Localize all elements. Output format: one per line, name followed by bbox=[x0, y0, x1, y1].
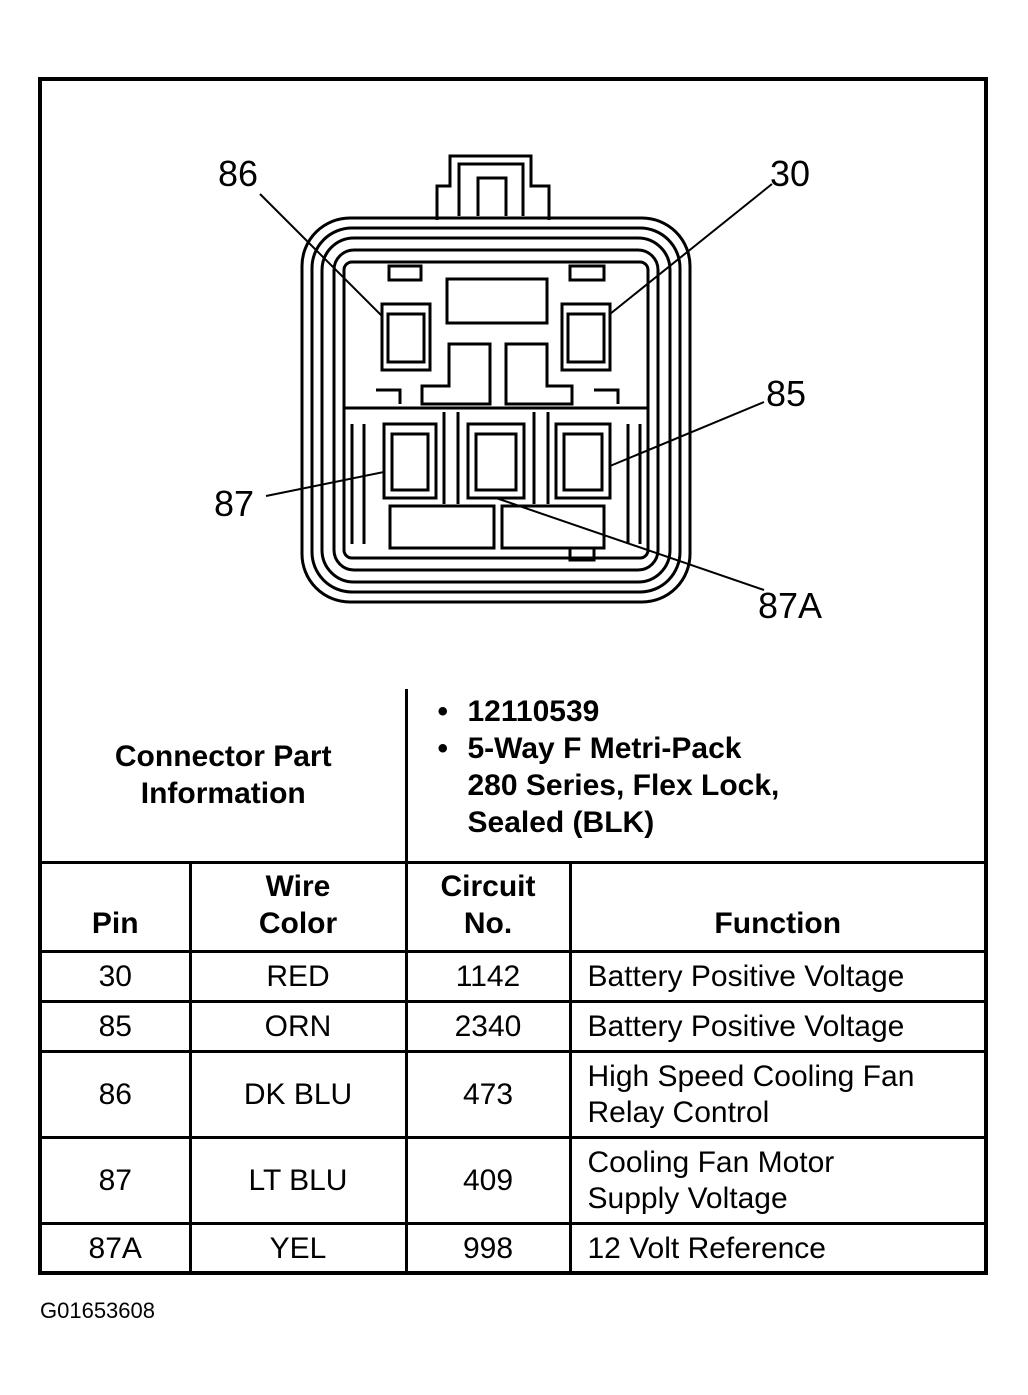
cell-pin: 30 bbox=[42, 950, 192, 1003]
part-info-values: 12110539 5-Way F Metri-Pack 280 Series, … bbox=[404, 689, 985, 864]
leader-87a bbox=[495, 497, 765, 591]
part-description-line-2: 280 Series, Flex Lock, bbox=[467, 769, 780, 802]
pin-label-86: 86 bbox=[218, 153, 258, 194]
cell-circuit: 998 bbox=[404, 1222, 572, 1274]
part-info-header: Connector Part Information bbox=[42, 689, 408, 864]
connector-diagram: 86 30 85 87 87A bbox=[214, 153, 822, 626]
cell-pin: 87A bbox=[42, 1222, 192, 1274]
pin-label-85: 85 bbox=[766, 373, 806, 414]
cell-wire-color: DK BLU bbox=[188, 1050, 408, 1139]
table-row: 87 LT BLU 409 Cooling Fan Motor Supply V… bbox=[42, 1136, 984, 1225]
part-info-row: Connector Part Information 12110539 5-Wa… bbox=[42, 689, 985, 864]
cell-function-line-1: Cooling Fan Motor bbox=[587, 1145, 835, 1179]
cell-circuit: 1142 bbox=[404, 950, 572, 1003]
diagram-frame: 86 30 85 87 87A Connector Part Informati… bbox=[38, 77, 988, 1275]
cell-wire-color: ORN bbox=[188, 1000, 408, 1053]
figure-id: G01653608 bbox=[40, 1298, 155, 1323]
cell-wire-color: LT BLU bbox=[188, 1136, 408, 1225]
cell-circuit: 2340 bbox=[404, 1000, 572, 1053]
part-description: 5-Way F Metri-Pack 280 Series, Flex Lock… bbox=[438, 730, 985, 841]
header-pin: Pin bbox=[42, 861, 192, 953]
leader-85 bbox=[609, 401, 765, 467]
header-circuit-line-2: No. bbox=[463, 907, 513, 940]
cell-wire-color: YEL bbox=[188, 1222, 408, 1274]
cell-function: Cooling Fan Motor Supply Voltage bbox=[568, 1136, 984, 1225]
header-wire-color: Wire Color bbox=[188, 861, 408, 953]
part-number: 12110539 bbox=[438, 693, 985, 730]
table-row: 85 ORN 2340 Battery Positive Voltage bbox=[42, 1000, 984, 1053]
part-description-line-3: Sealed (BLK) bbox=[467, 806, 655, 839]
header-wire-color-line-2: Color bbox=[258, 907, 338, 940]
cell-circuit: 409 bbox=[404, 1136, 572, 1225]
pin-label-30: 30 bbox=[770, 153, 810, 194]
table-row: 86 DK BLU 473 High Speed Cooling Fan Rel… bbox=[42, 1050, 984, 1139]
cell-circuit: 473 bbox=[404, 1050, 572, 1139]
part-info-header-line-2: Information bbox=[140, 777, 306, 810]
cell-function-line-2: Supply Voltage bbox=[587, 1181, 788, 1215]
leader-86 bbox=[259, 193, 383, 317]
cell-function-line-1: High Speed Cooling Fan bbox=[587, 1059, 915, 1093]
header-circuit: Circuit No. bbox=[404, 861, 572, 953]
cell-function: Battery Positive Voltage bbox=[568, 1000, 984, 1053]
cell-pin: 85 bbox=[42, 1000, 192, 1053]
pin-label-87a: 87A bbox=[758, 585, 822, 626]
header-function: Function bbox=[568, 861, 984, 953]
part-info-header-line-1: Connector Part bbox=[114, 740, 332, 773]
connector-body bbox=[300, 154, 692, 604]
table-row: 87A YEL 998 12 Volt Reference bbox=[42, 1222, 984, 1274]
pin-label-87: 87 bbox=[214, 483, 254, 524]
cell-function: Battery Positive Voltage bbox=[568, 950, 984, 1003]
connector-info-table: Connector Part Information 12110539 5-Wa… bbox=[42, 689, 984, 1274]
leader-30 bbox=[609, 183, 773, 315]
leader-87 bbox=[265, 471, 385, 497]
column-header-row: Pin Wire Color Circuit No. Function bbox=[42, 861, 984, 953]
part-description-line-1: 5-Way F Metri-Pack bbox=[467, 732, 742, 765]
header-circuit-line-1: Circuit bbox=[440, 870, 536, 903]
leader-lines bbox=[259, 183, 773, 591]
cell-wire-color: RED bbox=[188, 950, 408, 1003]
cell-function-line-2: Relay Control bbox=[587, 1095, 770, 1129]
cell-function: High Speed Cooling Fan Relay Control bbox=[568, 1050, 984, 1139]
cell-pin: 86 bbox=[42, 1050, 192, 1139]
header-wire-color-line-1: Wire bbox=[265, 870, 331, 903]
cell-pin: 87 bbox=[42, 1136, 192, 1225]
cell-function: 12 Volt Reference bbox=[568, 1222, 984, 1274]
table-row: 30 RED 1142 Battery Positive Voltage bbox=[42, 950, 984, 1003]
